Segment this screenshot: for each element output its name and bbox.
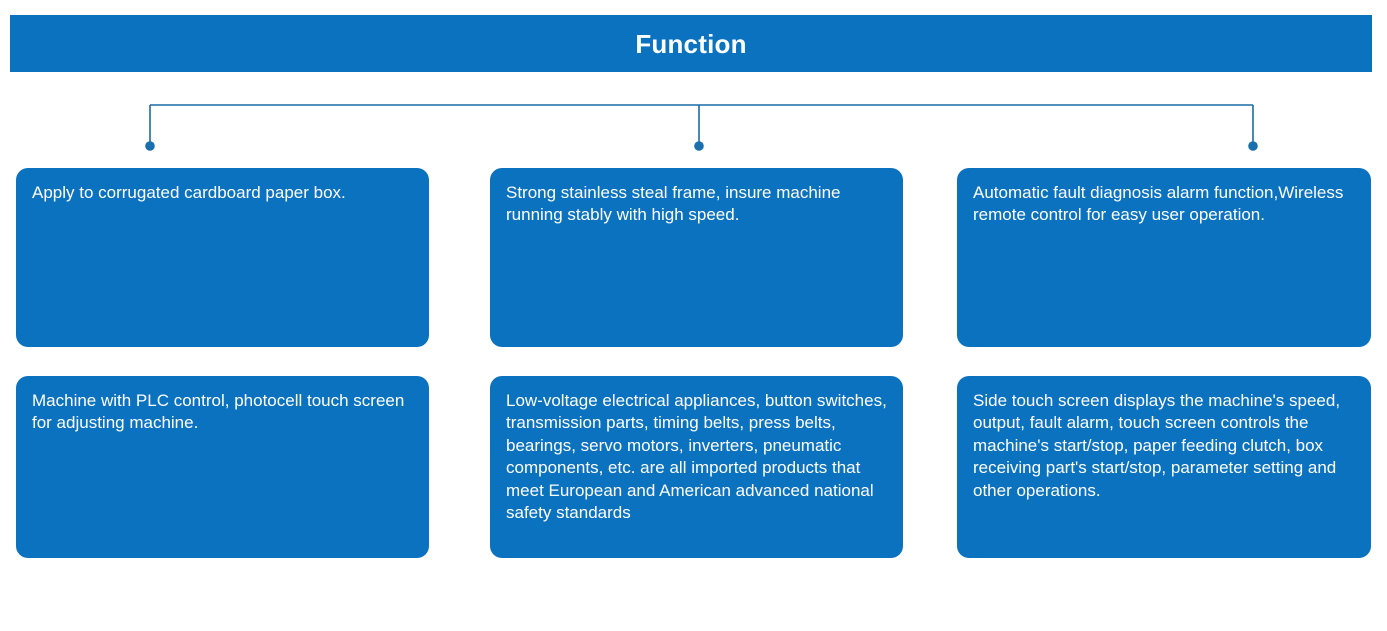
function-card-strong-stainless-steal-frame[interactable]: Strong stainless steal frame, insure mac… xyxy=(490,168,903,347)
function-card-text: Low-voltage electrical appliances, butto… xyxy=(506,391,892,523)
connector-lines xyxy=(149,104,1254,145)
connector-dots xyxy=(145,141,1258,151)
function-card-text: Side touch screen displays the machine's… xyxy=(973,391,1345,500)
function-card-text: Machine with PLC control, photocell touc… xyxy=(32,391,410,433)
function-card-text: Strong stainless steal frame, insure mac… xyxy=(506,183,846,225)
connector-dot-right xyxy=(1248,141,1258,151)
page-title: Function xyxy=(635,28,747,59)
function-card-side-touch-screen-displays[interactable]: Side touch screen displays the machine's… xyxy=(957,376,1371,558)
function-card-text: Apply to corrugated cardboard paper box. xyxy=(32,183,346,202)
connector-dot-center xyxy=(694,141,704,151)
header-banner: Function xyxy=(10,15,1372,72)
function-card-automatic-fault-diagnosis-alarm[interactable]: Automatic fault diagnosis alarm function… xyxy=(957,168,1371,347)
function-card-machine-with-plc-control[interactable]: Machine with PLC control, photocell touc… xyxy=(16,376,429,558)
function-card-apply-to-corrugated-cardboard-paper-box[interactable]: Apply to corrugated cardboard paper box. xyxy=(16,168,429,347)
function-card-text: Automatic fault diagnosis alarm function… xyxy=(973,183,1349,225)
connector-dot-left xyxy=(145,141,155,151)
function-card-low-voltage-electrical-appliances[interactable]: Low-voltage electrical appliances, butto… xyxy=(490,376,903,558)
